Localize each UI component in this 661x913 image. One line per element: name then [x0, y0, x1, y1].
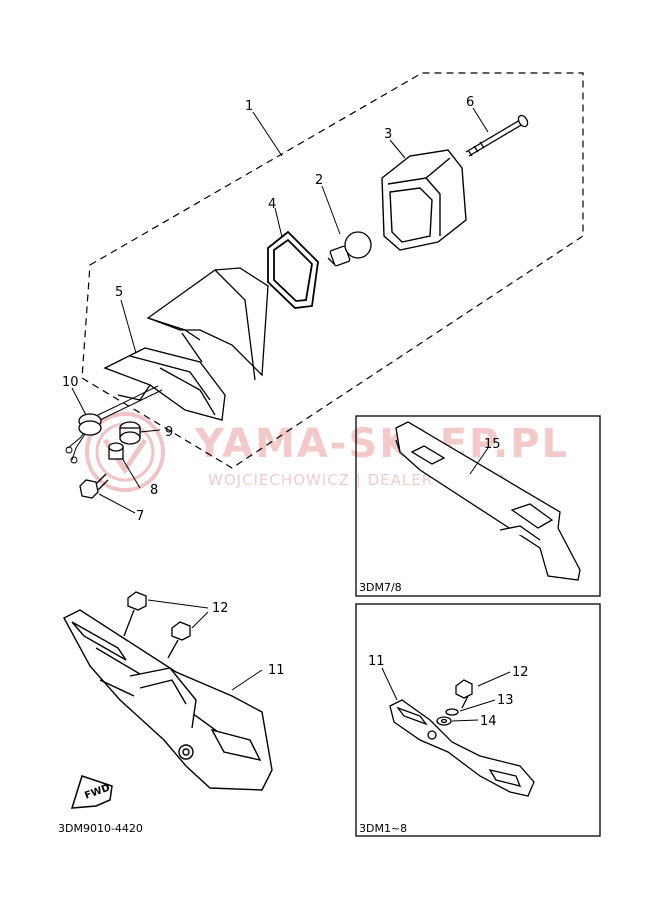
- box-lower-code: 3DM1~8: [359, 822, 407, 835]
- callout-13: 13: [497, 693, 514, 708]
- lens-part-3: [381, 149, 467, 251]
- license-bracket-part-11: [63, 609, 273, 791]
- gasket-part-4: [267, 230, 319, 309]
- callout-12-lower: 12: [512, 665, 529, 680]
- callout-14: 14: [480, 714, 497, 729]
- callout-10: 10: [62, 375, 79, 390]
- license-bracket-small-part-11: [389, 699, 535, 797]
- variant-box-upper: [355, 415, 601, 597]
- callout-5: 5: [115, 285, 123, 300]
- screw-part-6: [465, 114, 529, 157]
- bolt-part-12-upper: [123, 591, 147, 637]
- callout-12-upper: 12: [212, 601, 229, 616]
- leader-lines-left: [147, 599, 263, 691]
- diagram-code: 3DM9010-4420: [58, 822, 143, 835]
- washer-part-14: [436, 716, 452, 726]
- watermark-title: YAMA-SKLEP.PL: [194, 421, 569, 467]
- callout-8: 8: [150, 483, 158, 498]
- leader-lines: [71, 107, 489, 514]
- bolt-part-12-second: [167, 621, 191, 659]
- leader-15: [469, 447, 489, 475]
- callout-15: 15: [484, 437, 501, 452]
- grommet-part-10: [78, 413, 102, 436]
- collar-part-8: [108, 442, 124, 460]
- lamp-base: [103, 267, 269, 421]
- callout-11-lower: 11: [368, 654, 385, 669]
- bolt-part-12-small: [455, 679, 473, 709]
- license-bracket-part-15: [395, 421, 581, 581]
- bulb-part-2: [327, 231, 372, 267]
- box-upper-code: 3DM7/8: [359, 581, 402, 594]
- spring-washer-part-13: [445, 708, 459, 716]
- damper-part-9: [119, 421, 141, 445]
- callout-4: 4: [268, 197, 276, 212]
- callout-2: 2: [315, 173, 323, 188]
- callout-1: 1: [245, 99, 253, 114]
- callout-6: 6: [466, 95, 474, 110]
- variant-box-lower: [355, 603, 601, 837]
- bolt-part-7: [79, 473, 109, 499]
- callout-7: 7: [136, 509, 144, 524]
- callout-11-upper: 11: [268, 663, 285, 678]
- callout-9: 9: [165, 425, 173, 440]
- callout-3: 3: [384, 127, 392, 142]
- fwd-arrow-icon: FWD: [70, 775, 113, 809]
- leader-lines-lower: [381, 667, 511, 722]
